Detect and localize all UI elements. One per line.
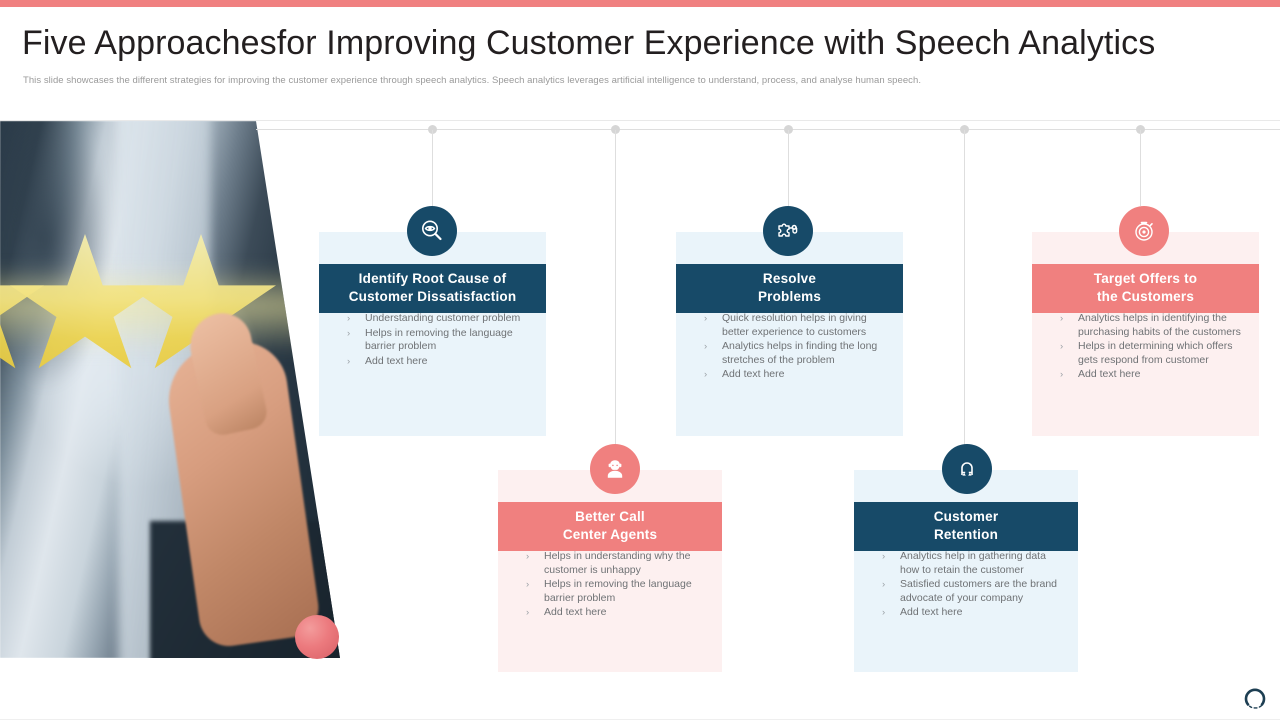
header-divider (0, 120, 1280, 121)
list-item: › Helps in removing the language barrier … (343, 327, 534, 354)
connector-drop (615, 130, 616, 448)
list-item-text: Add text here (544, 606, 607, 618)
chevron-bullet-icon: › (526, 551, 530, 562)
card-title-line2: Center Agents (562, 527, 658, 542)
list-item-text: Helps in removing the language barrier p… (365, 326, 513, 353)
card-resolve-problems[interactable]: Resolve Problems › Quick resolution helps… (676, 232, 903, 436)
list-item: › Add text here (700, 368, 891, 382)
card-title-line1: Customer (933, 509, 999, 524)
slide-header: Five Approachesfor Improving Customer Ex… (0, 7, 1280, 121)
connector-dot (784, 125, 793, 134)
chevron-bullet-icon: › (882, 579, 886, 590)
list-item: › Add text here (522, 606, 710, 620)
card-title-line1: Target Offers to (1093, 271, 1198, 286)
puzzle-piece-icon (763, 206, 813, 256)
connector-drop (964, 130, 965, 448)
list-item: › Add text here (1056, 368, 1247, 382)
list-item-text: Add text here (1078, 368, 1141, 380)
card-title-line2: Problems (757, 289, 822, 304)
list-item-text: Add text here (900, 606, 963, 618)
list-item: › Quick resolution helps in giving better… (700, 312, 891, 339)
hero-photo (0, 121, 340, 658)
card-bullet-list: › Analytics help in gathering data how to… (878, 550, 1066, 621)
list-item-text: Satisfied customers are the brand advoca… (900, 578, 1057, 604)
chevron-bullet-icon: › (1060, 341, 1064, 352)
list-item-text: Helps in understanding why the customer … (544, 550, 691, 576)
magnet-icon (942, 444, 992, 494)
list-item: › Understanding customer problem (343, 312, 534, 326)
card-title-line2: the Customers (1096, 289, 1195, 304)
chevron-bullet-icon: › (347, 313, 351, 324)
target-stopwatch-icon (1119, 206, 1169, 256)
list-item: › Helps in determining which offers gets … (1056, 340, 1247, 367)
card-title-line1: Better Call (575, 509, 645, 524)
list-item-text: Analytics helps in identifying the purch… (1078, 312, 1241, 338)
magnifier-eye-icon (407, 206, 457, 256)
list-item: › Add text here (878, 606, 1066, 620)
chevron-bullet-icon: › (882, 607, 886, 618)
list-item: › Analytics help in gathering data how to… (878, 550, 1066, 577)
list-item-text: Quick resolution helps in giving better … (722, 312, 867, 338)
connector-drop (788, 130, 789, 206)
card-bullet-list: › Analytics helps in identifying the purc… (1056, 312, 1247, 383)
chevron-bullet-icon: › (347, 327, 351, 339)
card-bullet-list: › Helps in understanding why the customer… (522, 550, 710, 621)
list-item-text: Analytics helps in finding the long stre… (722, 340, 878, 366)
connector-dot (428, 125, 437, 134)
star-rating-graphic (0, 226, 340, 396)
decorative-pink-circle (295, 615, 339, 659)
connector-dot (960, 125, 969, 134)
card-bullet-list: › Quick resolution helps in giving better… (700, 312, 891, 383)
card-title: Customer Retention (854, 502, 1078, 551)
top-accent-bar (0, 0, 1280, 7)
chevron-bullet-icon: › (704, 341, 708, 352)
connector-dot (1136, 125, 1145, 134)
agent-headset-icon (590, 444, 640, 494)
chevron-bullet-icon: › (704, 369, 708, 380)
chevron-bullet-icon: › (704, 313, 708, 324)
list-item-text: Add text here (365, 354, 428, 367)
chevron-bullet-icon: › (1060, 313, 1064, 324)
page-subtitle: This slide showcases the different strat… (23, 75, 922, 86)
card-better-call-center-agents[interactable]: Better Call Center Agents › Helps in unde… (498, 470, 722, 672)
list-item: › Helps in removing the language barrier … (522, 578, 710, 605)
card-bullet-list: › Understanding customer problem › Helps i… (343, 312, 534, 369)
chevron-bullet-icon: › (526, 579, 530, 590)
chevron-bullet-icon: › (526, 607, 530, 618)
chevron-bullet-icon: › (347, 355, 351, 367)
connector-drop (432, 130, 433, 206)
list-item-text: Understanding customer problem (365, 312, 521, 324)
list-item: › Satisfied customers are the brand advoc… (878, 578, 1066, 605)
card-title: Better Call Center Agents (498, 502, 722, 551)
timeline-connector (256, 129, 1280, 130)
connector-drop (1140, 130, 1141, 206)
card-title: Resolve Problems (676, 264, 903, 313)
card-title-line1: Resolve (762, 271, 817, 286)
list-item: › Analytics helps in finding the long str… (700, 340, 891, 367)
card-title: Target Offers to the Customers (1032, 264, 1259, 313)
card-customer-retention[interactable]: Customer Retention › Analytics help in ga… (854, 470, 1078, 672)
card-title-line1: Identify Root Cause of (358, 271, 507, 286)
list-item-text: Helps in removing the language barrier p… (544, 578, 692, 604)
list-item-text: Add text here (722, 368, 785, 380)
list-item: › Analytics helps in identifying the purc… (1056, 312, 1247, 339)
card-target-offers[interactable]: Target Offers to the Customers › Analytic… (1032, 232, 1259, 436)
card-title-line2: Customer Dissatisfaction (348, 289, 517, 304)
list-item: › Add text here (343, 355, 534, 369)
list-item-text: Analytics help in gathering data how to … (900, 550, 1046, 576)
connector-dot (611, 125, 620, 134)
page-title: Five Approachesfor Improving Customer Ex… (22, 24, 1156, 62)
list-item: › Helps in understanding why the customer… (522, 550, 710, 577)
list-item-text: Helps in determining which offers gets r… (1078, 340, 1233, 366)
card-identify-root-cause[interactable]: Identify Root Cause of Customer Dissatis… (319, 232, 546, 436)
chevron-bullet-icon: › (882, 551, 886, 562)
chevron-bullet-icon: › (1060, 369, 1064, 380)
circular-ring-logo (1240, 682, 1270, 712)
card-title: Identify Root Cause of Customer Dissatis… (319, 264, 546, 313)
card-title-line2: Retention (933, 527, 999, 542)
